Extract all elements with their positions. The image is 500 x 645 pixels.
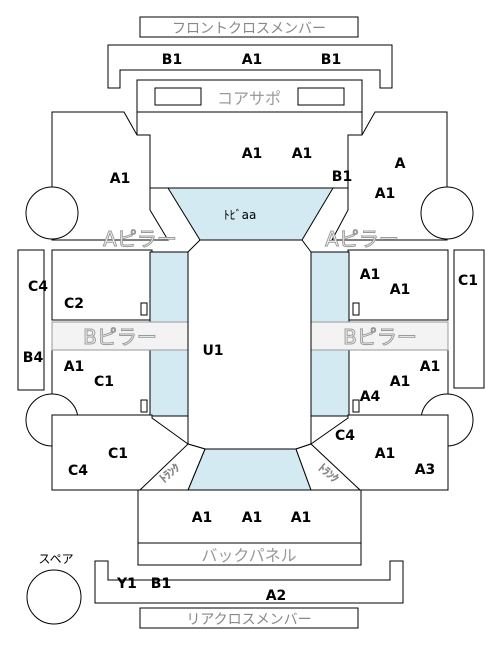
front-fender-left-code: A1 — [110, 171, 131, 187]
quarter-left-code-c4: C4 — [68, 463, 88, 479]
front-fender-right-code-a1: A1 — [375, 186, 396, 202]
quarter-right-code-a1: A1 — [375, 446, 396, 462]
front-cross-member-label: フロントクロスメンバー — [172, 21, 326, 37]
b-pillar-right-label: Bピラー — [343, 325, 417, 349]
rear-cross-member-box — [139, 607, 359, 629]
core-support-label: コアサポ — [217, 89, 281, 108]
rear-door-left-code-c1: C1 — [94, 374, 114, 390]
window-front-left — [149, 251, 189, 323]
front-fender-left — [51, 111, 169, 241]
trunk-code-2: A1 — [242, 510, 263, 526]
hood-code-1: A1 — [242, 146, 263, 162]
front-bumper — [107, 44, 393, 89]
wheel-front-right — [420, 186, 474, 240]
quarter-left-code-c1: C1 — [108, 446, 128, 462]
trunk-lid — [137, 489, 362, 544]
rear-bumper-code-a2: A2 — [266, 588, 287, 604]
front-bumper-code-right: B1 — [321, 52, 341, 68]
trunk-code-3: A1 — [291, 510, 312, 526]
back-panel — [137, 542, 362, 566]
hood-code-2: A1 — [292, 146, 313, 162]
rear-door-right-code-a4: A4 — [360, 389, 381, 405]
spare-tire — [26, 569, 82, 625]
rear-door-right-code-1: A1 — [420, 359, 441, 375]
door-handle-rear-left — [140, 399, 148, 413]
rear-bumper — [94, 560, 404, 604]
side-sill-left-code-c4: C4 — [28, 279, 48, 295]
door-handle-rear-right — [352, 399, 360, 413]
quarter-right-code-c4: C4 — [335, 428, 355, 444]
trunk-code-1: A1 — [192, 510, 213, 526]
window-rear-right — [310, 349, 350, 417]
side-sill-left-code-b4: B4 — [23, 350, 44, 366]
side-sill-left — [17, 249, 45, 391]
front-door-left — [51, 249, 153, 321]
rear-bumper-code-b1: B1 — [151, 576, 171, 592]
spare-label: スペア — [38, 552, 73, 566]
front-fender-right — [331, 111, 448, 241]
front-cross-member-box — [139, 16, 359, 38]
front-door-right — [347, 249, 449, 321]
door-handle-front-right — [352, 302, 360, 316]
headlight-left — [154, 87, 202, 106]
front-fender-right-code-b1: B1 — [332, 169, 352, 185]
side-sill-right — [453, 249, 485, 389]
quarter-right-code-a3: A3 — [415, 462, 436, 478]
rear-bumper-code-y1: Y1 — [116, 576, 137, 592]
b-pillar-left-label: Bピラー — [83, 325, 157, 349]
headlight-right — [297, 87, 345, 106]
rear-door-right-code-2: A1 — [390, 374, 411, 390]
front-fender-right-code-a: A — [395, 156, 406, 172]
door-handle-front-left — [140, 302, 148, 316]
a-pillar-right-label: Aピラー — [325, 227, 399, 251]
roof-code: U1 — [202, 343, 223, 359]
front-door-right-code-2: A1 — [390, 282, 411, 298]
front-door-left-code: C2 — [64, 296, 84, 312]
a-pillar-left-label: Aピラー — [103, 227, 177, 251]
window-front-right — [310, 251, 350, 323]
back-panel-label: バックパネル — [201, 546, 296, 565]
front-door-right-code-1: A1 — [360, 267, 381, 283]
rear-door-left-code-a1: A1 — [64, 359, 85, 375]
windshield-label: ﾄﾋﾞaa — [224, 208, 257, 222]
front-bumper-code-left: B1 — [162, 52, 182, 68]
rear-cross-member-label: リアクロスメンバー — [186, 612, 311, 628]
rear-glass — [187, 448, 312, 491]
front-bumper-code-center: A1 — [242, 52, 263, 68]
window-rear-left — [149, 349, 189, 417]
wheel-front-left — [25, 186, 79, 240]
side-sill-right-code: C1 — [458, 273, 478, 289]
